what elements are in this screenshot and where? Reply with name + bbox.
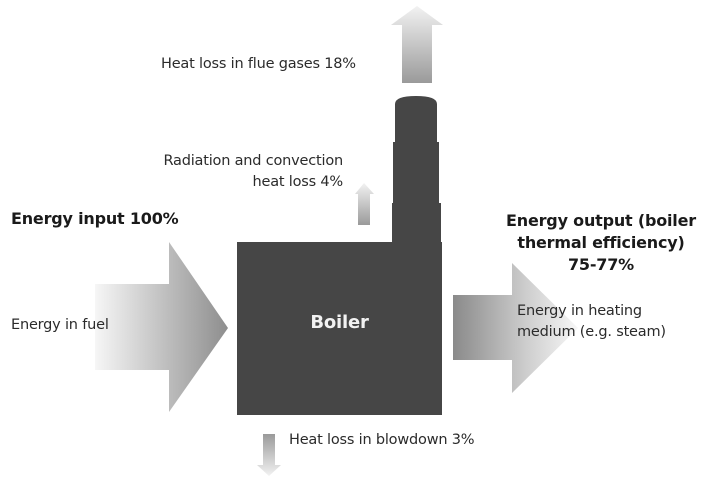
energy-input-heading: Energy input 100% (11, 209, 179, 228)
energy-output-heading: Energy output (boiler thermal efficiency… (482, 210, 720, 276)
radiation-arrow (355, 183, 374, 225)
radiation-label: Radiation and convection heat loss 4% (163, 151, 343, 193)
heating-medium-label: Energy in heating medium (e.g. steam) (517, 301, 666, 343)
input-arrow (95, 242, 228, 412)
heating-medium-label-line: medium (e.g. steam) (517, 324, 666, 340)
radiation-label-line: Radiation and convection (163, 153, 343, 169)
flue-gas-arrow (391, 6, 443, 83)
output-arrow (453, 263, 578, 393)
blowdown-arrow (257, 434, 281, 476)
heating-medium-label-line: Energy in heating (517, 303, 642, 319)
flue-gas-label: Heat loss in flue gases 18% (161, 56, 356, 72)
energy-in-fuel-label: Energy in fuel (11, 317, 109, 333)
boiler-label: Boiler (310, 312, 369, 333)
radiation-label-line: heat loss 4% (252, 174, 343, 190)
energy-output-heading-line: 75-77% (567, 255, 634, 274)
energy-output-heading-line: Energy output (boiler (506, 211, 696, 230)
blowdown-label: Heat loss in blowdown 3% (289, 432, 475, 448)
boiler-shape (237, 96, 442, 415)
energy-output-heading-line: thermal efficiency) (517, 233, 685, 252)
